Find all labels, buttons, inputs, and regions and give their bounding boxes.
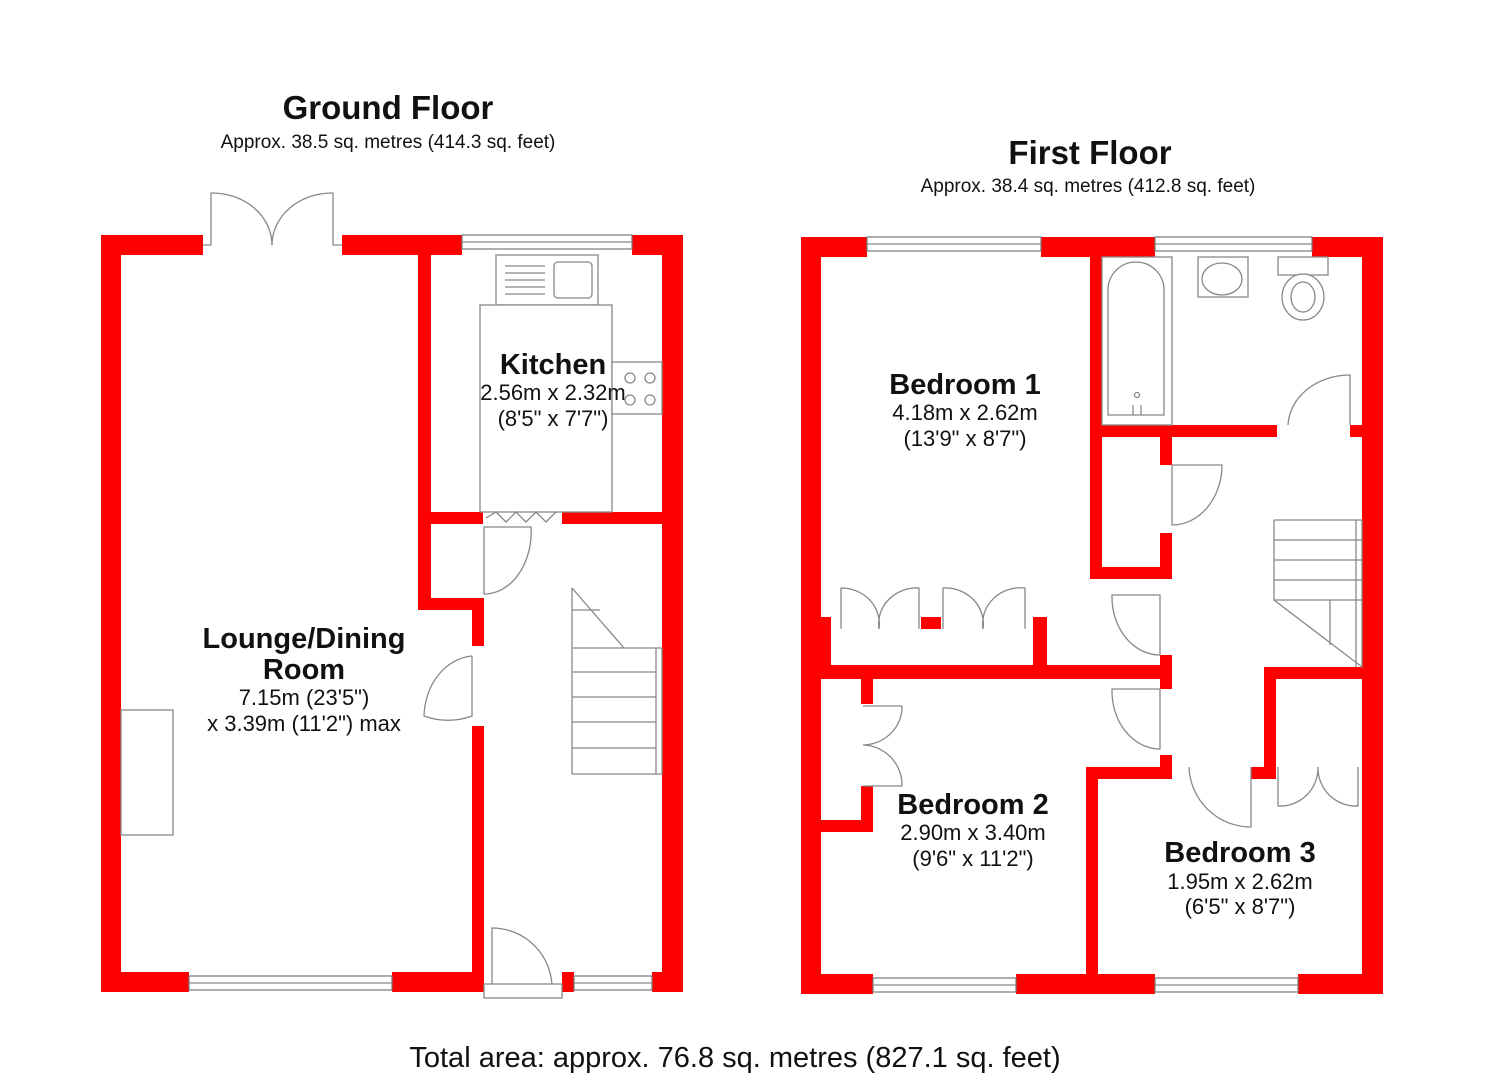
gf-wall-left — [101, 235, 121, 992]
gf-wall-bottom-mid2 — [562, 972, 574, 992]
gf-front-door — [491, 927, 553, 991]
ff-wc-cistern — [1277, 256, 1329, 276]
ff-bed2-cupboard-doors — [862, 705, 903, 787]
first-floor-title: First Floor — [1008, 134, 1171, 171]
ff-wall-top-a — [801, 237, 867, 257]
gf-wall-top-left — [101, 235, 203, 255]
gf-kitchen-worktop — [479, 304, 613, 513]
ground-floor-title: Ground Floor — [283, 89, 494, 126]
ff-wall-bed1-bottom — [821, 665, 1172, 679]
gf-hob — [611, 361, 663, 415]
bedroom2-dim-imperial: (9'6" x 11'2") — [912, 846, 1033, 871]
ground-floor-plan: Kitchen 2.56m x 2.32m (8'5" x 7'7") Loun… — [101, 192, 683, 999]
gf-wall-kitchen-left — [418, 255, 431, 605]
bedroom3-dim-metric: 1.95m x 2.62m — [1167, 869, 1313, 894]
ff-wall-cupboard2-left — [1264, 667, 1276, 779]
gf-kitchen-bifold-door — [485, 511, 557, 523]
ff-wall-bath-bottom — [1090, 425, 1277, 437]
ff-bed1-door — [1111, 594, 1161, 656]
ff-bed2-door — [1111, 688, 1161, 750]
gf-wall-hall-upper — [472, 598, 484, 646]
gf-drainer — [505, 265, 545, 295]
ff-bed3-door — [1188, 766, 1252, 828]
ff-wall-cupboard-bottom — [1090, 567, 1172, 579]
ff-wall-bed3-top-stub — [1160, 755, 1172, 779]
gf-stairs — [571, 587, 663, 775]
kitchen-name: Kitchen — [500, 349, 606, 381]
ff-wardrobe-left-doors — [840, 587, 920, 630]
kitchen-dim-imperial: (8'5" x 7'7") — [498, 406, 609, 431]
gf-front-door-threshold — [483, 983, 563, 999]
ff-wall-cupboard-top-stub — [1160, 437, 1172, 465]
ff-wall-landing-stub — [1160, 655, 1172, 689]
bedroom1-dim-imperial: (13'9" x 8'7") — [903, 426, 1026, 451]
ff-wall-bottom-a — [801, 974, 873, 994]
bedroom3-dim-imperial: (6'5" x 8'7") — [1185, 894, 1296, 919]
ff-bath-tub — [1107, 261, 1165, 416]
ff-wall-bed3-top-a — [1086, 767, 1168, 779]
gf-wall-top-mid — [342, 235, 462, 255]
ff-bath-door — [1287, 374, 1351, 426]
gf-wall-hall-lower — [472, 726, 484, 972]
ff-wall-wardrobe-left — [821, 617, 831, 665]
bedroom2-name: Bedroom 2 — [897, 789, 1048, 821]
total-area: Total area: approx. 76.8 sq. metres (827… — [409, 1042, 1060, 1074]
gf-wall-hall-step — [418, 598, 484, 610]
gf-wall-bottom-mid — [392, 972, 484, 992]
gf-french-door-right — [271, 192, 342, 246]
ff-bed3-cupboard-doors — [1277, 766, 1359, 807]
lounge-dim-line1: 7.15m (23'5") — [239, 685, 370, 710]
gf-wall-kitchen-bottom-b — [562, 512, 662, 524]
ff-wall-wardrobe-mid — [921, 617, 941, 629]
gf-wall-right — [662, 235, 683, 992]
gf-sink-bowl — [553, 261, 593, 299]
ff-wall-bed2-cupboard-top — [861, 679, 873, 704]
ff-wall-bed2-cupboard-side — [861, 786, 873, 832]
ff-wall-bed2-right — [1086, 767, 1098, 974]
bedroom3-name: Bedroom 3 — [1164, 837, 1315, 869]
ground-floor-area: Approx. 38.5 sq. metres (414.3 sq. feet) — [221, 132, 556, 153]
gf-chimney-breast — [120, 709, 174, 836]
lounge-name-line2: Room — [263, 654, 345, 686]
lounge-name-line1: Lounge/Dining — [203, 623, 406, 655]
ff-wall-top-c — [1312, 237, 1383, 257]
bedroom1-name: Bedroom 1 — [889, 369, 1040, 401]
bedroom2-dim-metric: 2.90m x 3.40m — [900, 820, 1046, 845]
first-floor-area: Approx. 38.4 sq. metres (412.8 sq. feet) — [921, 176, 1256, 197]
ff-cupboard-door — [1171, 464, 1223, 526]
ff-wall-cupboard-right — [1160, 533, 1172, 579]
gf-wall-bottom-left — [101, 972, 189, 992]
ff-stairs — [1273, 519, 1363, 669]
gf-wall-bottom-right — [652, 972, 683, 992]
lounge-dim-line2: x 3.39m (11'2") max — [207, 711, 401, 736]
kitchen-dim-metric: 2.56m x 2.32m — [480, 380, 626, 405]
gf-wall-kitchen-bottom-a — [418, 512, 483, 524]
ff-wall-left — [801, 237, 821, 994]
gf-lounge-door — [423, 655, 473, 721]
ff-wall-bed1-right — [1090, 257, 1102, 578]
gf-french-door-left — [203, 192, 273, 246]
ff-wc-bowl — [1281, 273, 1325, 321]
ff-basin-bowl — [1201, 262, 1243, 296]
ff-wall-bed2-cupboard-bottom — [821, 820, 873, 832]
ff-wall-right — [1362, 237, 1383, 994]
gf-hall-door-upper — [483, 526, 532, 595]
ff-wall-bottom-c — [1298, 974, 1383, 994]
ff-wall-top-b — [1041, 237, 1155, 257]
bedroom1-dim-metric: 4.18m x 2.62m — [892, 400, 1038, 425]
gf-wall-top-right — [632, 235, 683, 255]
ff-wall-bottom-b — [1016, 974, 1155, 994]
ff-wall-cupboard2-top — [1264, 667, 1362, 679]
ff-wardrobe-right-doors — [942, 587, 1026, 630]
ff-wall-wardrobe-right — [1033, 617, 1047, 665]
first-floor-plan: Bedroom 1 4.18m x 2.62m (13'9" x 8'7") B… — [801, 236, 1383, 994]
ff-wall-bath-bottom-stub — [1350, 425, 1362, 437]
